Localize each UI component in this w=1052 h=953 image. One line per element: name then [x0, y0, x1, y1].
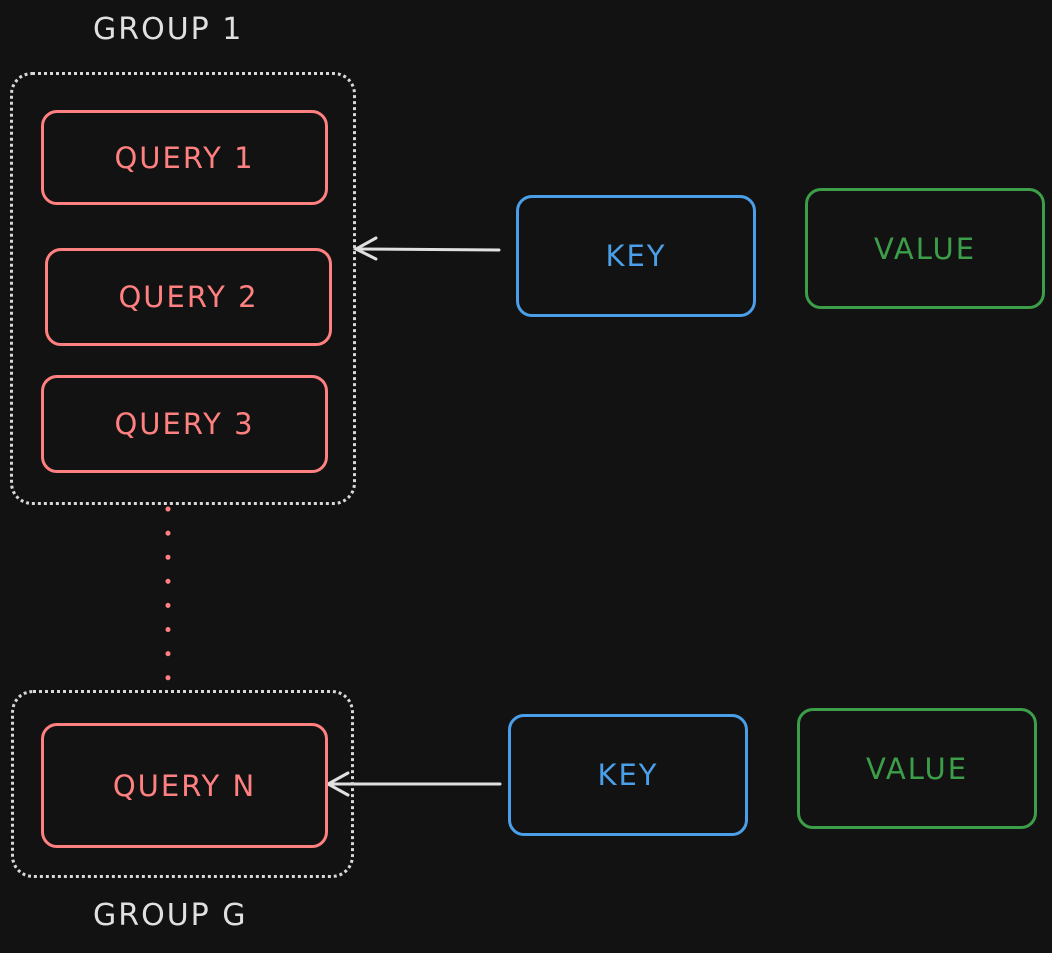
group-g-label: GROUP G: [93, 898, 248, 933]
query-1-box: QUERY 1: [41, 110, 328, 205]
value-box-bottom: VALUE: [797, 708, 1037, 829]
query-3-box: QUERY 3: [41, 375, 328, 473]
group-1-container: [10, 72, 356, 505]
key-box-top: KEY: [516, 195, 756, 317]
arrow-key-to-group-1: [352, 236, 501, 261]
query-n-box: QUERY N: [41, 723, 328, 848]
group-g-container: [11, 690, 354, 878]
value-box-top: VALUE: [805, 188, 1045, 309]
query-2-box: QUERY 2: [45, 248, 332, 346]
key-box-bottom: KEY: [508, 714, 748, 836]
group-1-label: GROUP 1: [93, 12, 244, 47]
arrow-key-to-query-n: [324, 771, 502, 797]
